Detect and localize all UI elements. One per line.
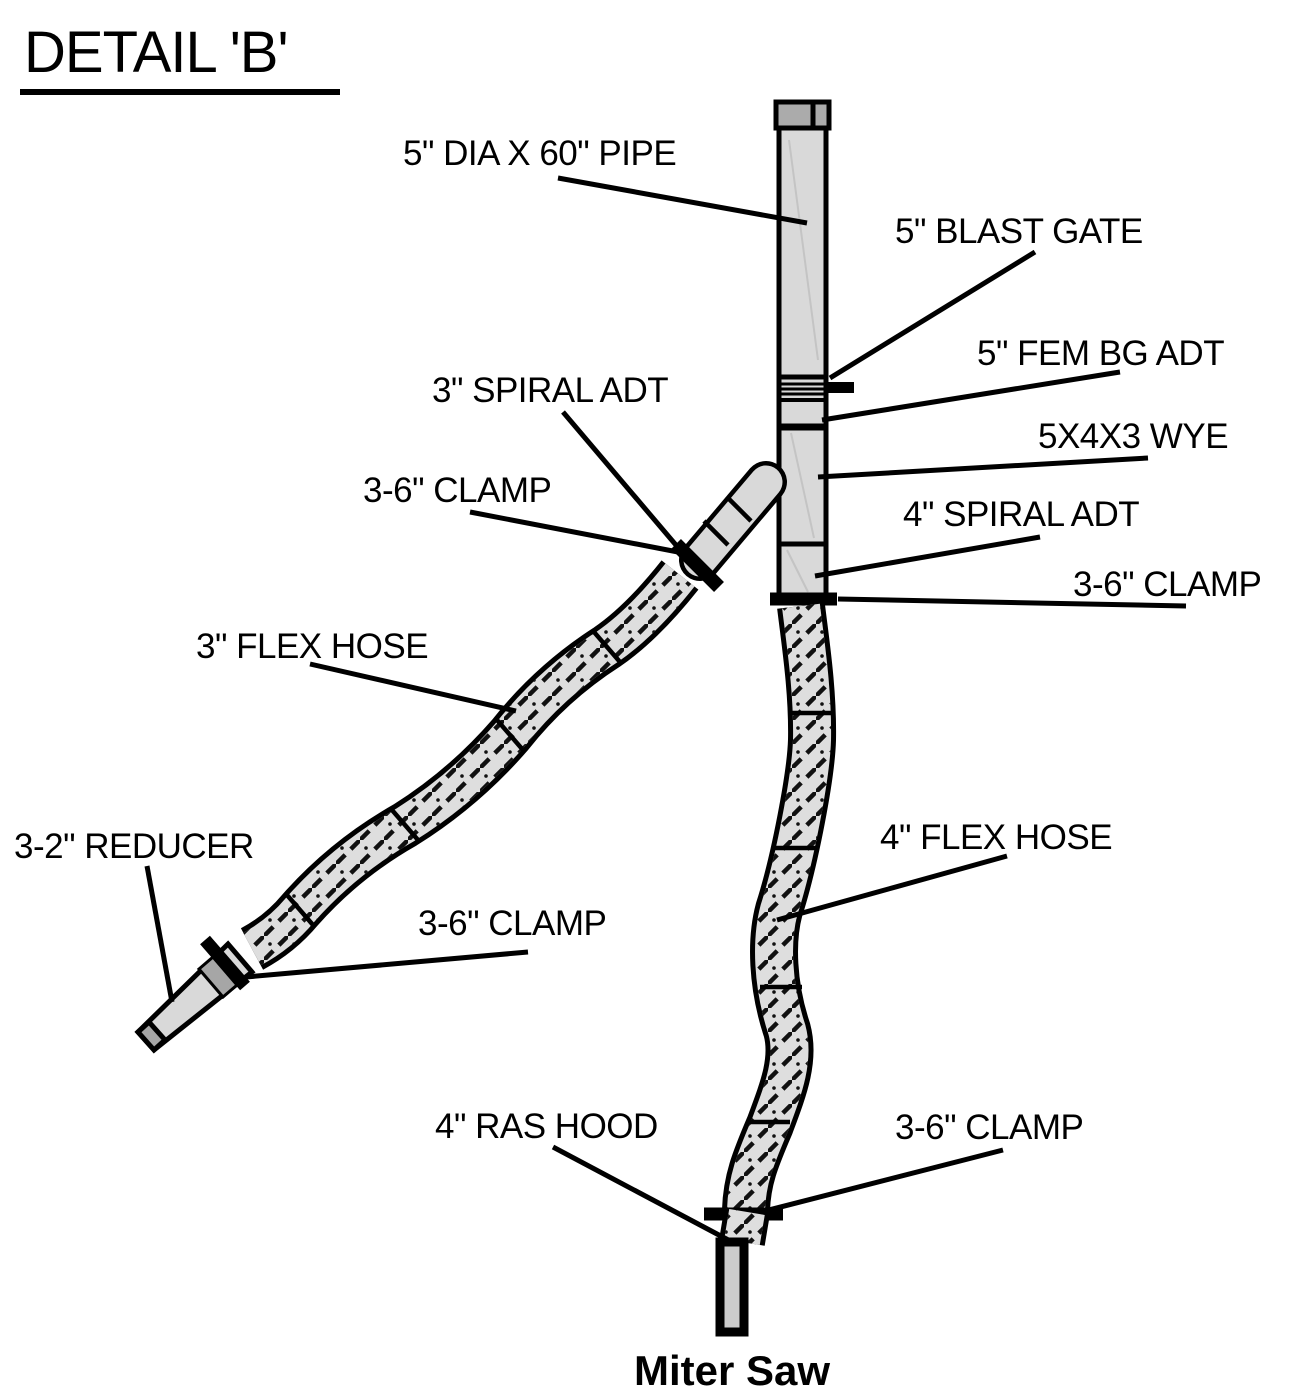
label-clamp-right: 3-6" CLAMP [1073, 565, 1261, 604]
label-flex-hose-3: 3" FLEX HOSE [196, 627, 428, 666]
page-title: DETAIL 'B' [24, 20, 288, 85]
leader-flex-hose-3 [309, 661, 517, 714]
label-wye: 5X4X3 WYE [1038, 417, 1228, 456]
label-spiral-adt-3: 3" SPIRAL ADT [432, 371, 668, 410]
flex-hose-4in-hatch [727, 603, 832, 1212]
leader-pipe [557, 175, 808, 226]
blast-gate [778, 374, 854, 402]
flex-hose-4in-joints [748, 710, 833, 1125]
ras-hood [715, 1237, 749, 1337]
leader-clamp-mid [245, 949, 529, 980]
leader-reducer [144, 865, 175, 1003]
wye-branch-3in [671, 461, 787, 592]
label-reducer: 3-2" REDUCER [14, 827, 254, 866]
leader-flex-hose-4 [776, 853, 1008, 923]
flex-hose-3in-joints [285, 630, 622, 927]
label-spiral-adt-4: 4" SPIRAL ADT [903, 495, 1139, 534]
pipe-seams [786, 139, 819, 593]
label-fem-bg-adt: 5" FEM BG ADT [977, 334, 1224, 373]
leader-spiral-adt-3 [561, 410, 700, 573]
pipe-top-cap [773, 99, 832, 131]
blast-gate-handle [826, 382, 854, 393]
label-clamp-bottom: 3-6" CLAMP [895, 1108, 1083, 1147]
main-line-assembly [671, 99, 854, 1337]
label-ras-hood: 4" RAS HOOD [435, 1107, 658, 1146]
leader-wye [817, 455, 1149, 480]
label-clamp-left: 3-6" CLAMP [363, 471, 551, 510]
leader-clamp-right [837, 596, 1187, 609]
hood-collar-hatch [724, 1209, 765, 1245]
label-miter-saw: Miter Saw [634, 1347, 830, 1394]
label-pipe: 5" DIA X 60" PIPE [403, 134, 676, 173]
leader-ras-hood [551, 1144, 736, 1246]
label-clamp-mid: 3-6" CLAMP [418, 904, 606, 943]
label-flex-hose-4: 4" FLEX HOSE [880, 818, 1112, 857]
leader-blast-gate [828, 249, 1037, 381]
branch-3in-assembly [134, 560, 699, 1054]
leader-clamp-left [469, 509, 679, 555]
leader-lines [144, 175, 1187, 1246]
label-blast-gate: 5" BLAST GATE [895, 212, 1143, 251]
leader-clamp-bottom [760, 1147, 1004, 1215]
leader-fem-bg-adt [821, 369, 1121, 423]
pipe-5in-body [776, 123, 829, 603]
reducer-end-cap [134, 1018, 169, 1054]
leader-spiral-adt-4 [814, 534, 1041, 579]
clamp-mark-reducer [200, 935, 250, 991]
